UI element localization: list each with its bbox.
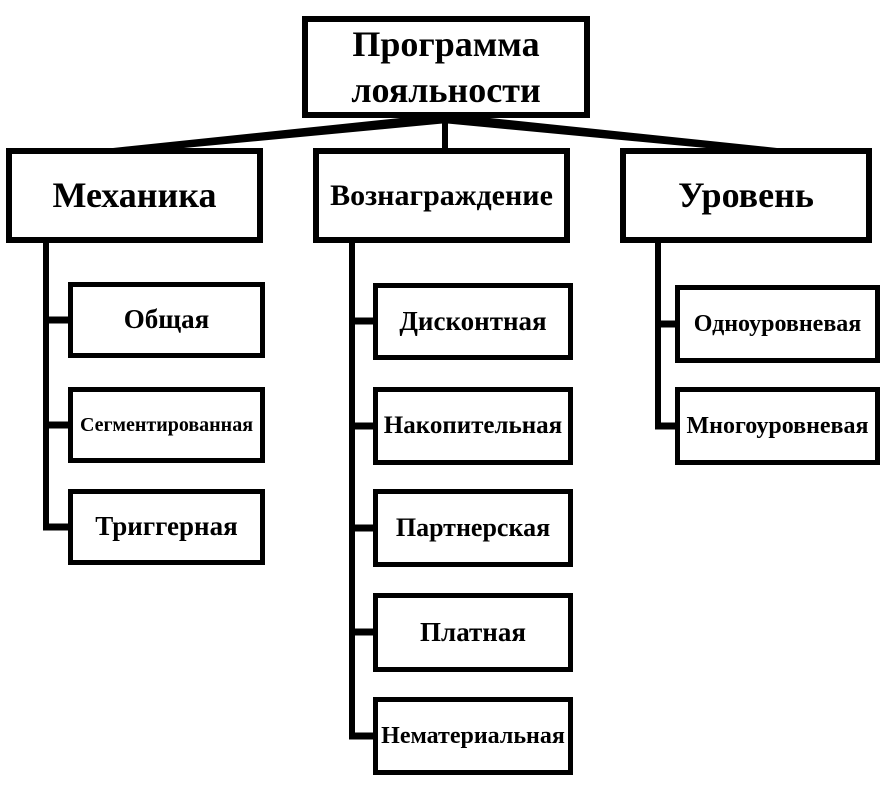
node-discount-label: Дисконтная — [399, 305, 547, 336]
node-loyalty-program: Программа лояльности — [302, 16, 590, 118]
node-general: Общая — [68, 282, 265, 358]
node-mechanics-label: Механика — [52, 175, 217, 215]
node-general-label: Общая — [123, 304, 210, 335]
node-loyalty-program-label: Программа лояльности — [351, 23, 541, 110]
node-level-label: Уровень — [678, 175, 814, 215]
node-discount: Дисконтная — [373, 283, 573, 360]
node-partner-label: Партнерская — [395, 512, 551, 542]
node-paid-label: Платная — [420, 616, 526, 647]
node-paid: Платная — [373, 593, 573, 672]
node-trigger: Триггерная — [68, 489, 265, 565]
connector-root-to-level — [442, 114, 777, 154]
node-reward: Вознаграждение — [313, 148, 570, 243]
node-accumulative-label: Накопительная — [383, 412, 563, 440]
node-segmented: Сегментированная — [68, 387, 265, 463]
node-accumulative: Накопительная — [373, 387, 573, 465]
node-multi-level: Многоуровневая — [675, 387, 880, 465]
node-nonmaterial: Нематериальная — [373, 697, 573, 775]
node-trigger-label: Триггерная — [95, 511, 238, 542]
node-single-level-label: Одноуровневая — [693, 311, 862, 337]
connector-root-to-mechanics — [113, 114, 448, 154]
node-reward-label: Вознаграждение — [330, 178, 553, 212]
node-nonmaterial-label: Нематериальная — [381, 723, 565, 749]
node-single-level: Одноуровневая — [675, 285, 880, 363]
node-multi-level-label: Многоуровневая — [686, 413, 869, 439]
node-level: Уровень — [620, 148, 872, 243]
node-mechanics: Механика — [6, 148, 263, 243]
node-segmented-label: Сегментированная — [79, 413, 254, 436]
node-partner: Партнерская — [373, 489, 573, 567]
